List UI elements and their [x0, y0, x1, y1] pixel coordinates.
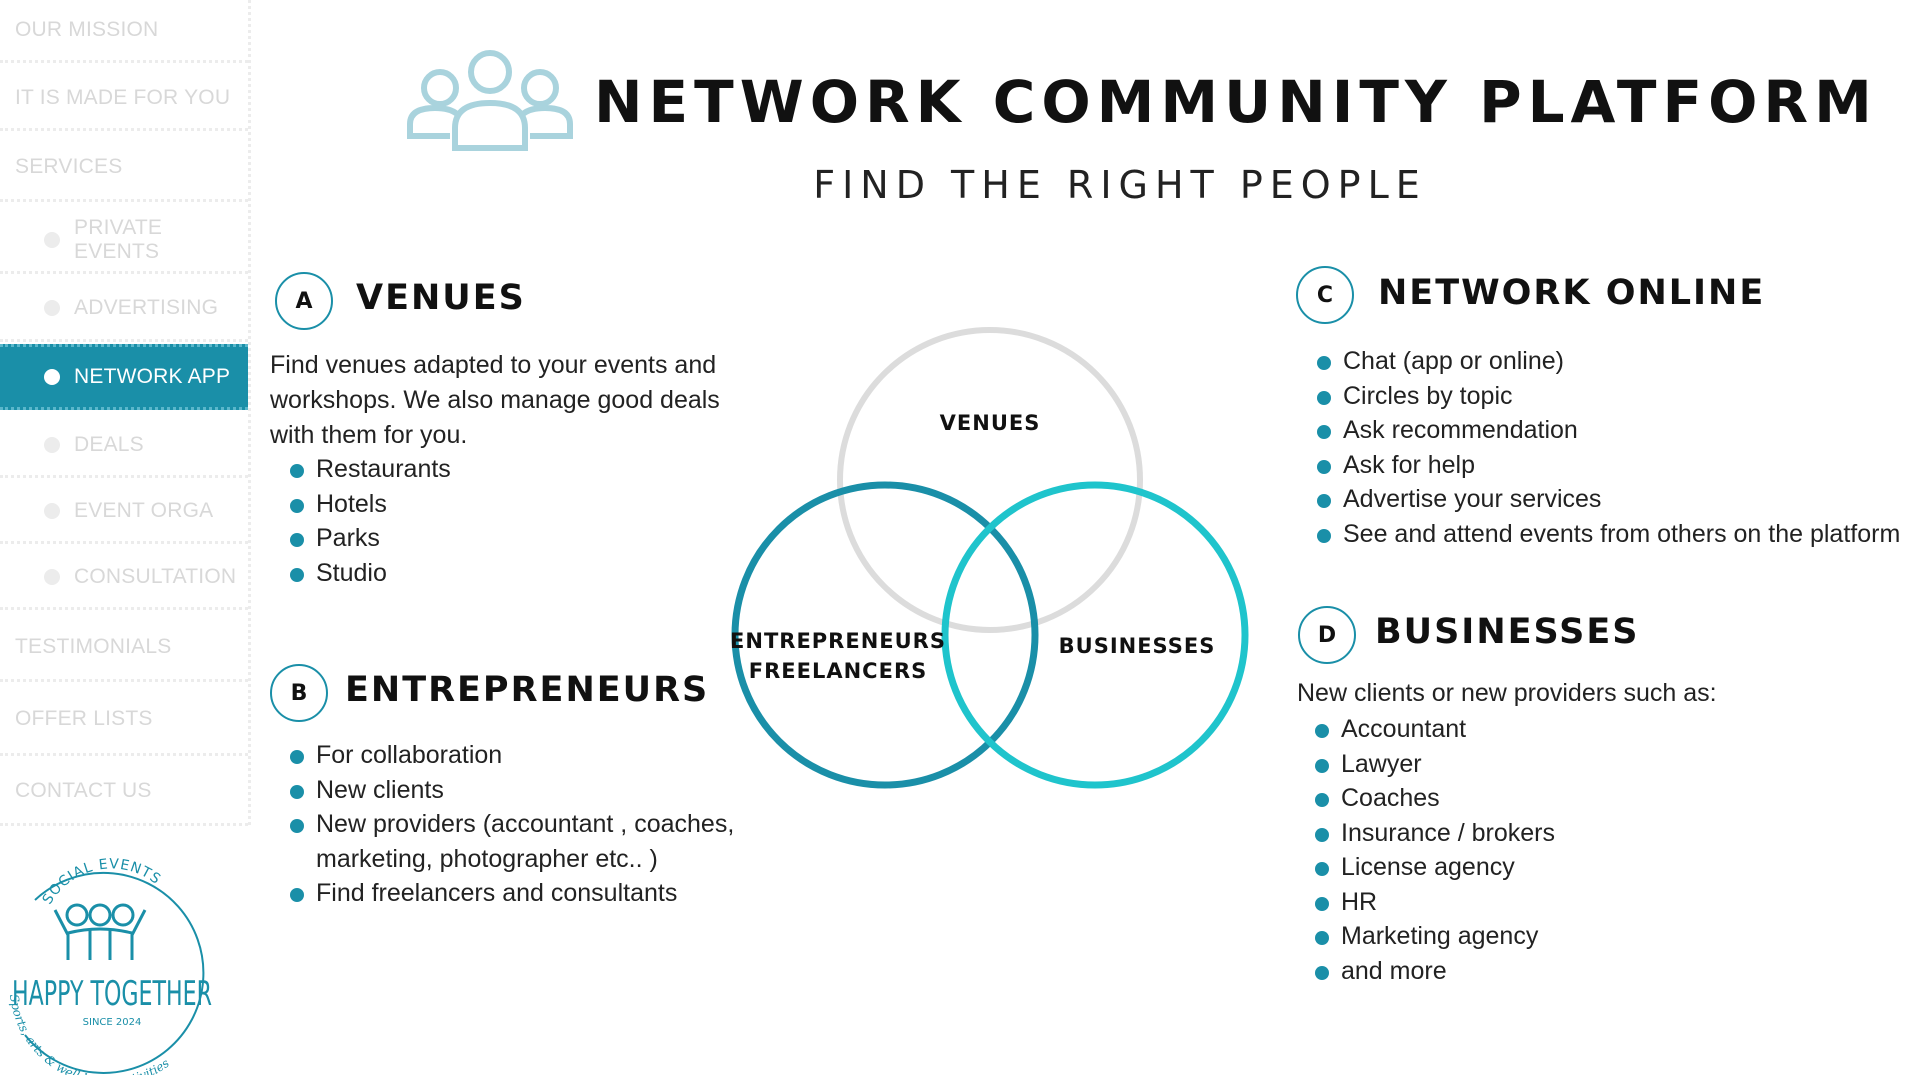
sidebar-item-made-for-you[interactable]: IT IS MADE FOR YOU — [0, 68, 248, 131]
venn-circle-venues — [837, 327, 1143, 633]
badge-d: D — [1298, 606, 1356, 664]
list-item: Marketing agency — [1315, 919, 1555, 954]
sidebar-item-label: NETWORK APP — [74, 365, 231, 388]
list-item: Accountant — [1315, 712, 1555, 747]
sidebar-item-label: PRIVATE EVENTS — [74, 215, 163, 263]
sidebar-item-event-orga[interactable]: EVENT ORGA — [0, 480, 248, 544]
list-item: See and attend events from others on the… — [1317, 517, 1900, 552]
bullet-dot-icon — [44, 436, 60, 453]
logo-name: HAPPY TOGETHER — [12, 974, 212, 1014]
people-figures-icon — [53, 903, 147, 960]
badge-a: A — [275, 272, 333, 330]
list-item: Restaurants — [290, 452, 451, 487]
entrepreneurs-list: For collaboration New clients New provid… — [290, 738, 740, 911]
sidebar-item-label: CONTACT US — [15, 778, 152, 802]
section-title-network-online: NETWORK ONLINE — [1378, 273, 1766, 313]
sidebar-item-network-app[interactable]: NETWORK APP — [0, 344, 248, 410]
bullet-dot-icon — [44, 369, 60, 385]
sidebar-item-contact-us[interactable]: CONTACT US — [0, 758, 248, 826]
list-item: and more — [1315, 954, 1555, 989]
sidebar-item-label: ADVERTISING — [74, 295, 219, 319]
businesses-description: New clients or new providers such as: — [1297, 679, 1717, 707]
sidebar-item-label: SERVICES — [15, 154, 123, 178]
page-subtitle: FIND THE RIGHT PEOPLE — [813, 163, 1427, 207]
sidebar-item-label: CONSULTATION — [74, 564, 237, 588]
sidebar-item-private-events[interactable]: PRIVATE EVENTS — [0, 208, 248, 274]
venn-diagram: VENUES ENTREPRENEURS FREELANCERS BUSINES… — [730, 327, 1249, 789]
venn-label-venues: VENUES — [940, 411, 1041, 435]
sidebar-item-testimonials[interactable]: TESTIMONIALS — [0, 614, 248, 682]
list-item: Parks — [290, 521, 451, 556]
venues-list: Restaurants Hotels Parks Studio — [290, 452, 451, 590]
badge-b: B — [270, 664, 328, 722]
venn-label-entrepreneurs: ENTREPRENEURS — [730, 629, 946, 653]
list-item: Hotels — [290, 487, 451, 522]
people-group-icon — [407, 50, 573, 151]
list-item: HR — [1315, 885, 1555, 920]
happy-together-logo[interactable]: SOCIAL EVENTS HAPPY TOGETHER SINCE 2024 … — [0, 845, 230, 1075]
sidebar-item-services[interactable]: SERVICES — [0, 134, 248, 202]
logo-since: SINCE 2024 — [83, 1017, 142, 1028]
bullet-dot-icon — [44, 502, 60, 519]
bullet-dot-icon — [44, 231, 60, 248]
list-item: Coaches — [1315, 781, 1555, 816]
venn-circle-entrepreneurs — [731, 481, 1039, 789]
sidebar-item-label: EVENT ORGA — [74, 498, 214, 522]
sidebar-item-label: OFFER LISTS — [15, 706, 153, 730]
list-item: For collaboration — [290, 738, 740, 773]
list-item: New providers (accountant , coaches, mar… — [290, 807, 740, 876]
sidebar-item-deals[interactable]: DEALS — [0, 414, 248, 478]
sidebar-item-label: TESTIMONIALS — [15, 634, 172, 658]
list-item: Studio — [290, 556, 451, 591]
page-title: NETWORK COMMUNITY PLATFORM — [594, 68, 1878, 136]
list-item: Insurance / brokers — [1315, 816, 1555, 851]
section-title-businesses: BUSINESSES — [1375, 612, 1640, 652]
venn-circle-businesses — [941, 481, 1249, 789]
list-item: Find freelancers and consultants — [290, 876, 740, 911]
venn-label-businesses: BUSINESSES — [1059, 634, 1216, 658]
sidebar-item-advertising[interactable]: ADVERTISING — [0, 276, 248, 342]
network-online-list: Chat (app or online) Circles by topic As… — [1317, 344, 1900, 551]
list-item: Circles by topic — [1317, 379, 1900, 414]
sidebar-nav: OUR MISSION IT IS MADE FOR YOU SERVICES … — [0, 0, 251, 826]
list-item: New clients — [290, 773, 740, 808]
venn-label-freelancers: FREELANCERS — [749, 659, 927, 683]
sidebar-item-label: OUR MISSION — [15, 18, 159, 41]
sidebar-item-consultation[interactable]: CONSULTATION — [0, 546, 248, 610]
sidebar-item-label: IT IS MADE FOR YOU — [15, 86, 231, 109]
section-title-venues: VENUES — [356, 278, 526, 318]
businesses-list: Accountant Lawyer Coaches Insurance / br… — [1315, 712, 1555, 988]
sidebar-item-our-mission[interactable]: OUR MISSION — [0, 0, 248, 63]
list-item: Ask recommendation — [1317, 413, 1900, 448]
list-item: Chat (app or online) — [1317, 344, 1900, 379]
list-item: Ask for help — [1317, 448, 1900, 483]
sidebar-item-offer-lists[interactable]: OFFER LISTS — [0, 684, 248, 756]
badge-c: C — [1296, 266, 1354, 324]
bullet-dot-icon — [44, 568, 60, 585]
section-title-entrepreneurs: ENTREPRENEURS — [345, 670, 710, 710]
venues-description: Find venues adapted to your events and w… — [270, 351, 720, 449]
sidebar-item-label: DEALS — [74, 432, 144, 456]
list-item: Advertise your services — [1317, 482, 1900, 517]
list-item: Lawyer — [1315, 747, 1555, 782]
list-item: License agency — [1315, 850, 1555, 885]
bullet-dot-icon — [44, 299, 60, 316]
